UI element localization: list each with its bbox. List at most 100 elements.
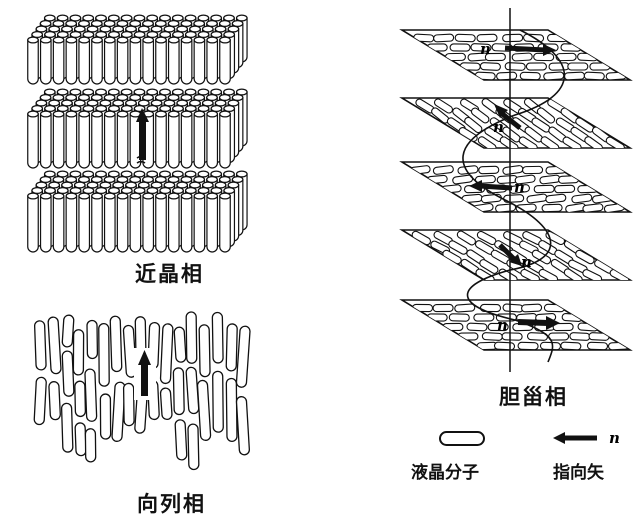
smectic-molecule — [206, 110, 219, 169]
nematic-phase-illustration — [33, 311, 251, 471]
molecule-legend-icon — [439, 431, 485, 446]
nematic-molecule — [185, 366, 200, 415]
cholesteric-layer — [399, 299, 633, 351]
smectic-molecule — [91, 110, 103, 169]
nematic-molecule — [185, 311, 198, 364]
nematic-molecule — [198, 324, 211, 378]
nematic-molecule — [174, 419, 188, 461]
nematic-molecule — [61, 314, 75, 348]
smectic-molecule — [142, 192, 155, 253]
nematic-molecule — [159, 323, 174, 385]
smectic-molecule — [52, 192, 65, 253]
smectic-phase-illustration — [27, 14, 248, 253]
smectic-layer-top — [27, 14, 248, 85]
smectic-molecule — [129, 192, 142, 253]
nematic-director-arrow — [138, 350, 151, 396]
cholesteric-phase-illustration: n n n n n — [399, 8, 633, 372]
smectic-molecule — [193, 192, 206, 253]
nematic-molecule — [122, 382, 135, 427]
smectic-molecule — [219, 36, 231, 85]
smectic-molecule — [180, 36, 193, 85]
smectic-layer-middle — [27, 88, 248, 169]
director-label-4: n — [521, 253, 532, 271]
nematic-molecule — [211, 311, 224, 364]
smectic-molecule — [27, 192, 39, 253]
nematic-molecule — [33, 376, 47, 426]
smectic-molecule — [193, 110, 206, 169]
smectic-molecule — [39, 36, 52, 85]
smectic-molecule — [116, 110, 129, 169]
smectic-caption: 近晶相 — [135, 262, 204, 286]
smectic-molecule — [52, 36, 65, 85]
cholesteric-director-arrows — [469, 44, 560, 330]
nematic-molecule — [86, 319, 99, 360]
cholesteric-caption: 胆甾相 — [499, 385, 568, 409]
nematic-molecule — [196, 379, 212, 441]
nematic-molecule — [99, 393, 112, 440]
smectic-molecule — [206, 192, 219, 253]
nematic-molecule — [159, 387, 173, 421]
nematic-molecule — [212, 370, 224, 433]
smectic-molecule — [65, 110, 78, 169]
smectic-molecule — [39, 192, 52, 253]
smectic-layer-bottom — [27, 170, 248, 253]
smectic-molecule — [219, 192, 231, 253]
smectic-molecule — [27, 36, 39, 85]
nematic-molecule — [74, 380, 87, 418]
nematic-molecule — [33, 320, 47, 371]
smectic-molecule — [116, 36, 129, 85]
nematic-molecule — [74, 422, 87, 457]
smectic-molecule — [103, 192, 116, 253]
nematic-molecule — [225, 323, 238, 372]
smectic-molecule — [180, 192, 193, 253]
smectic-molecule — [193, 36, 206, 85]
smectic-molecule — [129, 110, 142, 169]
smectic-molecule — [167, 36, 180, 85]
smectic-molecule — [103, 36, 116, 85]
nematic-molecule — [72, 329, 85, 376]
smectic-molecule — [116, 192, 129, 253]
molecule-legend-label: 液晶分子 — [411, 463, 479, 483]
director-label-5: n — [497, 316, 508, 334]
smectic-molecule — [206, 36, 219, 85]
smectic-molecule — [167, 110, 180, 169]
director-label-1: n — [480, 40, 491, 58]
nematic-molecule — [235, 325, 251, 388]
legend-graphics: n — [439, 429, 620, 447]
smectic-molecule — [78, 110, 91, 169]
nematic-molecule — [187, 423, 200, 471]
smectic-molecule — [129, 36, 142, 85]
nematic-caption: 向列相 — [137, 492, 206, 516]
nematic-molecule — [84, 428, 97, 463]
cholesteric-director-labels: n n n n n — [480, 40, 532, 334]
nematic-molecule — [47, 316, 62, 375]
smectic-molecule — [65, 36, 78, 85]
nematic-molecule — [173, 326, 187, 363]
nematic-molecule — [61, 350, 75, 397]
nematic-molecule — [48, 381, 61, 421]
nematic-molecule — [84, 368, 98, 422]
director-label-3: n — [514, 178, 525, 196]
smectic-molecule — [103, 110, 116, 169]
nematic-molecules — [33, 311, 251, 471]
cholesteric-layers — [399, 29, 633, 351]
nematic-molecule — [98, 322, 110, 387]
director-legend-symbol: n — [609, 429, 620, 447]
nematic-molecule — [172, 367, 185, 416]
cholesteric-layer — [399, 229, 633, 281]
smectic-molecule — [155, 192, 167, 253]
smectic-molecule — [78, 192, 91, 253]
director-legend-label: 指向矢 — [553, 463, 604, 483]
nematic-molecule — [225, 377, 238, 442]
cholesteric-layer — [399, 29, 633, 81]
smectic-molecule — [167, 192, 180, 253]
nematic-molecule — [60, 402, 74, 453]
director-label-2: n — [493, 118, 504, 136]
smectic-molecule — [65, 192, 78, 253]
nematic-molecule — [235, 396, 250, 456]
smectic-molecule — [27, 110, 39, 169]
smectic-molecule — [91, 36, 103, 85]
smectic-molecule — [219, 110, 231, 169]
smectic-molecule — [180, 110, 193, 169]
